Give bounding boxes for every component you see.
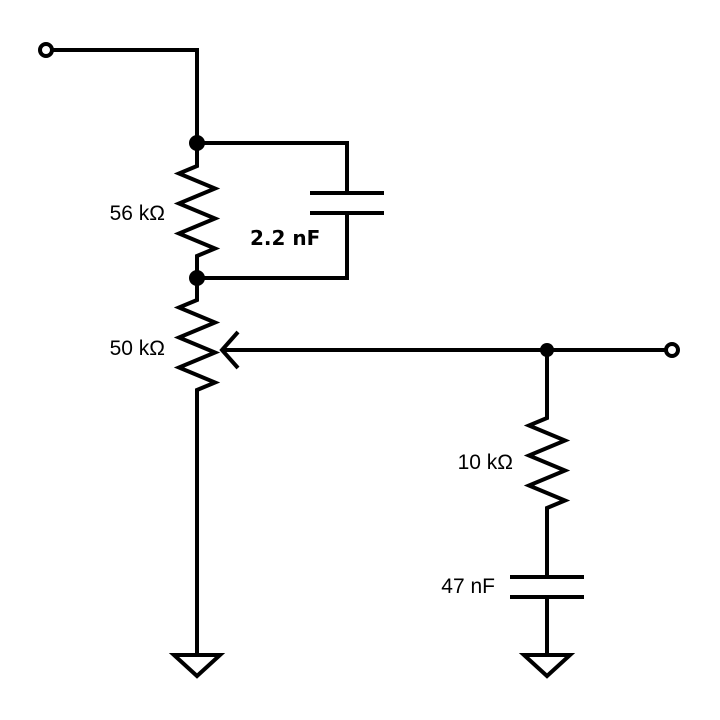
input-wire (52, 48, 199, 143)
resistor-10k (523, 416, 571, 510)
resistor-56k (173, 164, 221, 258)
resistor-56k-label: 56 kΩ (110, 202, 165, 225)
potentiometer-50k-label: 50 kΩ (110, 337, 165, 360)
potentiometer-50k (173, 298, 221, 392)
wire (197, 141, 349, 193)
ground-icon (168, 653, 226, 679)
input-terminal (38, 42, 54, 58)
capacitor-47n-label: 47 nF (441, 575, 495, 598)
resistor-10k-label: 10 kΩ (458, 451, 513, 474)
capacitor-2n2-label: 2.2 nF (250, 226, 320, 250)
wire (197, 213, 349, 280)
output-terminal (664, 342, 680, 358)
ground-icon (518, 653, 576, 679)
